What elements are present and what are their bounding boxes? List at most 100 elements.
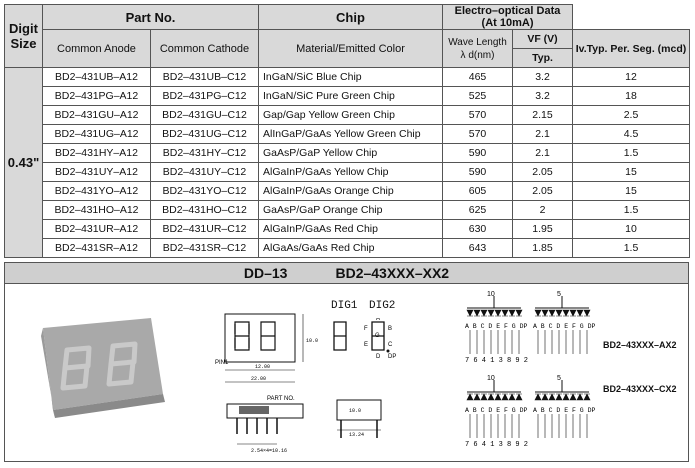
diode-symbol xyxy=(501,393,509,401)
seg-b: B xyxy=(388,326,392,332)
diode-symbol xyxy=(515,393,523,401)
cell-iv: 1.5 xyxy=(572,238,691,258)
cell-common-anode: BD2–431SR–A12 xyxy=(42,238,151,258)
cell-common-cathode: BD2–431SR–C12 xyxy=(150,238,259,258)
cell-common-cathode: BD2–431PG–C12 xyxy=(150,86,259,106)
dim-side2: 10.0 xyxy=(349,408,361,414)
ax2-seg-row-2: A B C D E F G DP xyxy=(533,323,596,330)
cx2-pin-nums: 7 6 4 1 3 8 9 2 xyxy=(465,441,528,449)
material-header: Material/Emitted Color xyxy=(258,29,443,68)
part-no-header: Part No. xyxy=(42,4,259,30)
cell-common-anode: BD2–431UB–A12 xyxy=(42,67,151,87)
cx2-seg-row-1: A B C D E F G DP xyxy=(465,407,528,414)
diode-symbol xyxy=(541,309,549,317)
diode-symbol xyxy=(508,393,516,401)
dim-pitch: 2.54×4=10.16 xyxy=(251,448,287,454)
diode-symbol xyxy=(569,393,577,401)
dim-side: 13.24 xyxy=(349,432,364,438)
diode-symbol xyxy=(534,393,542,401)
cell-vf: 2.05 xyxy=(511,181,574,201)
diode-symbol xyxy=(555,309,563,317)
cell-material: AlGaInP/GaAs Yellow Chip xyxy=(258,162,443,182)
cell-vf: 3.2 xyxy=(511,86,574,106)
ax2-pin-nums: 7 6 4 1 3 8 9 2 xyxy=(465,357,528,365)
diode-symbol xyxy=(480,393,488,401)
common-cathode-header: Common Cathode xyxy=(150,29,259,68)
diode-symbol xyxy=(534,309,542,317)
iv-header: Iv.Typ. Per. Seg. (mcd) xyxy=(572,29,691,68)
wave-unit: λ d(nm) xyxy=(460,49,495,61)
diode-symbol xyxy=(576,393,584,401)
diode-symbol xyxy=(480,309,488,317)
cell-common-cathode: BD2–431HY–C12 xyxy=(150,143,259,163)
diode-symbol xyxy=(466,393,474,401)
cell-vf: 2.1 xyxy=(511,143,574,163)
cell-material: Gap/Gap Yellow Green Chip xyxy=(258,105,443,125)
cell-common-anode: BD2–431PG–A12 xyxy=(42,86,151,106)
cell-material: GaAsP/GaP Yellow Chip xyxy=(258,143,443,163)
circuit-ax2: 10 5 A B C D E F G DP A B C D E F G DP 7… xyxy=(465,291,596,365)
seg-d: D xyxy=(376,354,381,360)
cell-common-cathode: BD2–431UY–C12 xyxy=(150,162,259,182)
cell-common-anode: BD2–431YO–A12 xyxy=(42,181,151,201)
cell-material: AlInGaP/GaAs Yellow Green Chip xyxy=(258,124,443,144)
chip-header: Chip xyxy=(258,4,443,30)
electro-header: Electro–optical Data (At 10mA) xyxy=(441,4,574,30)
electro-title: Electro–optical Data xyxy=(454,5,561,18)
typ-header: Typ. xyxy=(511,48,574,68)
cell-vf: 1.95 xyxy=(511,219,574,239)
diode-symbol xyxy=(548,393,556,401)
electro-subtitle: (At 10mA) xyxy=(481,17,534,29)
diode-symbol xyxy=(562,393,570,401)
diode-symbol xyxy=(494,393,502,401)
cell-wavelength: 590 xyxy=(442,162,513,182)
ax2-seg-row-1: A B C D E F G DP xyxy=(465,323,528,330)
cell-iv: 10 xyxy=(572,219,691,239)
cell-vf: 2.1 xyxy=(511,124,574,144)
model-banner: DD–13 BD2–43XXX–XX2 xyxy=(4,262,689,284)
drawing-area: 12.00 22.00 10.0 PIN1 DIG1 DIG2 A B C D … xyxy=(4,284,689,462)
cell-wavelength: 605 xyxy=(442,181,513,201)
cell-common-anode: BD2–431UG–A12 xyxy=(42,124,151,144)
cell-vf: 3.2 xyxy=(511,67,574,87)
diode-symbol xyxy=(501,309,509,317)
cx2-seg-row-2: A B C D E F G DP xyxy=(533,407,596,414)
diode-symbol xyxy=(473,309,481,317)
diode-symbol xyxy=(555,393,563,401)
cell-wavelength: 590 xyxy=(442,143,513,163)
diode-symbol xyxy=(583,309,591,317)
cell-vf: 2.15 xyxy=(511,105,574,125)
dim-width2: 22.00 xyxy=(251,376,266,382)
cell-wavelength: 625 xyxy=(442,200,513,220)
cell-vf: 1.85 xyxy=(511,238,574,258)
cell-iv: 15 xyxy=(572,162,691,182)
seg-c: C xyxy=(388,342,393,348)
ax2-pin10: 10 xyxy=(487,291,495,298)
banner-left: DD–13 xyxy=(243,265,288,281)
diode-symbol xyxy=(466,309,474,317)
wave-header: Wave Length λ d(nm) xyxy=(442,29,513,68)
cell-wavelength: 630 xyxy=(442,219,513,239)
cell-material: InGaN/SiC Blue Chip xyxy=(258,67,443,87)
front-view-drawing: 12.00 22.00 10.0 PIN1 xyxy=(215,313,318,383)
circuit-cx2: 10 5 A B C D E F G DP A B C D E F G DP 7… xyxy=(465,375,596,449)
seg-a: A xyxy=(376,318,380,322)
wave-title: Wave Length xyxy=(448,36,507,48)
diode-symbol xyxy=(494,309,502,317)
cell-material: AlGaInP/GaAs Orange Chip xyxy=(258,181,443,201)
vf-header: VF (V) xyxy=(511,29,574,49)
cell-common-anode: BD2–431UY–A12 xyxy=(42,162,151,182)
cell-material: AlGaAs/GaAs Red Chip xyxy=(258,238,443,258)
cx2-pin10: 10 xyxy=(487,375,495,382)
cell-wavelength: 570 xyxy=(442,124,513,144)
cell-wavelength: 570 xyxy=(442,105,513,125)
dig1-label: DIG1 xyxy=(331,300,358,312)
pin1-label: PIN1 xyxy=(215,360,229,366)
cell-common-cathode: BD2–431UB–C12 xyxy=(150,67,259,87)
diode-symbol xyxy=(473,393,481,401)
diode-symbol xyxy=(548,309,556,317)
